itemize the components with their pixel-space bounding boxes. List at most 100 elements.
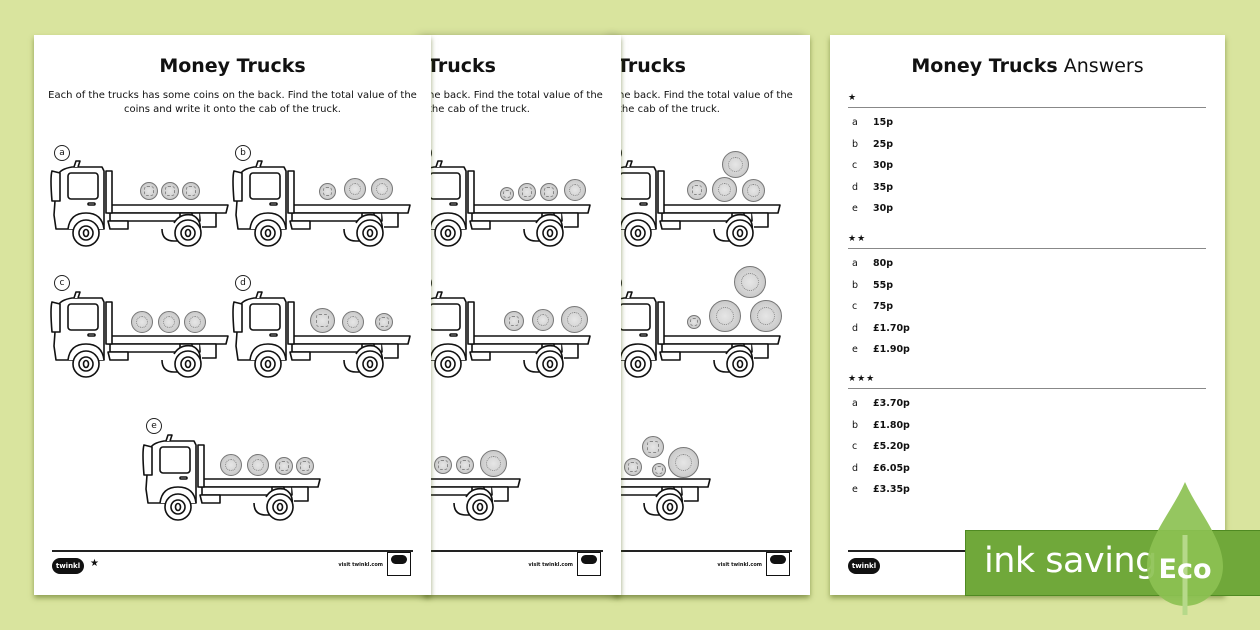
truck-illustration-c (50, 288, 230, 380)
worksheet-page-3: Trucks he back. Find the total value of … (614, 35, 810, 595)
section-divider (848, 248, 1206, 249)
coin-icon (687, 180, 707, 200)
quality-badge-icon (766, 552, 790, 576)
answer-row: e 30p (848, 198, 1206, 220)
answer-row: b£1.80p (848, 415, 1206, 437)
coin-icon (504, 311, 524, 331)
coin-icon (642, 436, 664, 458)
truck-illustration (424, 157, 592, 249)
answer-label: d (852, 322, 859, 334)
coin-icon (184, 311, 206, 333)
answer-label: c (852, 441, 858, 453)
coin-icon (500, 187, 514, 201)
answer-value: 30p (873, 160, 894, 172)
answer-label: d (852, 181, 859, 193)
answer-label: e (852, 484, 858, 496)
truck-illustration-d (232, 288, 412, 380)
instr-fragment: the cab of the truck. (618, 104, 720, 115)
answer-row: e £1.90p (848, 339, 1206, 361)
coin-icon (742, 179, 765, 202)
quality-badge-icon (387, 552, 411, 576)
eco-label: Eco (1159, 554, 1212, 585)
star-rating-icon: ★★★ (848, 374, 876, 384)
answer-value: £1.90p (873, 344, 910, 356)
answer-label: e (852, 344, 858, 356)
coin-icon (687, 315, 701, 329)
answer-value: 25p (873, 138, 894, 150)
page3-instructions: he back. Find the total value of the the… (618, 89, 793, 117)
answer-value: £6.05p (873, 462, 910, 474)
coin-icon (140, 182, 158, 200)
answer-value: £1.70p (873, 322, 910, 334)
answer-value: £3.70p (873, 398, 910, 410)
coin-icon (275, 457, 293, 475)
visit-link: visit twinkl.com (338, 562, 383, 568)
answer-value: 30p (873, 203, 894, 215)
answer-label: c (852, 301, 858, 313)
answer-row: d £1.70p (848, 318, 1206, 340)
answer-label: e (852, 203, 858, 215)
page2-title-fragment: Trucks (427, 55, 496, 77)
answers-title-bold: Money Trucks (911, 55, 1058, 77)
coin-icon (561, 306, 588, 333)
answer-label: b (852, 138, 859, 150)
coin-icon (342, 311, 364, 333)
instr-fragment: he back. Find the total value of the (428, 90, 603, 101)
answer-label: a (852, 117, 858, 129)
answer-value: 35p (873, 181, 894, 193)
page2-instructions: he back. Find the total value of the the… (428, 89, 603, 117)
question-label-a: a (54, 145, 70, 161)
truck-illustration-b (232, 157, 412, 249)
coin-icon (722, 151, 749, 178)
truck-illustration (424, 431, 522, 523)
coin-icon (434, 456, 452, 474)
visit-link: visit twinkl.com (717, 562, 762, 568)
coin-icon (220, 454, 242, 476)
answer-label: d (852, 462, 859, 474)
coin-icon (709, 300, 741, 332)
answers-title-rest: Answers (1063, 55, 1144, 77)
truck-illustration (424, 288, 592, 380)
coin-icon (532, 309, 554, 331)
worksheet-instructions: Each of the trucks has some coins on the… (34, 89, 431, 117)
coin-icon (131, 311, 153, 333)
visit-link: visit twinkl.com (528, 562, 573, 568)
truck-illustration-a (50, 157, 230, 249)
answer-label: b (852, 419, 859, 431)
coin-icon (540, 183, 558, 201)
coin-icon (564, 179, 586, 201)
footer-divider (848, 550, 968, 552)
worksheet-title: Money Trucks (159, 55, 306, 77)
coin-icon (247, 454, 269, 476)
coin-icon (668, 447, 699, 478)
star-rating-icon: ★ (848, 93, 858, 103)
answer-row: c 75p (848, 296, 1206, 318)
coin-icon (371, 178, 393, 200)
coin-icon (296, 457, 314, 475)
coin-icon (652, 463, 666, 477)
eco-leaf-icon: Eco (1147, 482, 1223, 615)
answer-label: c (852, 160, 858, 172)
eco-banner-text: ink saving (984, 541, 1157, 581)
twinkl-logo: twinkl (52, 558, 84, 574)
answer-label: a (852, 398, 858, 410)
answer-value: £3.35p (873, 484, 910, 496)
answer-label: a (852, 258, 858, 270)
answer-value: 75p (873, 301, 894, 313)
answers-title: Money Trucks Answers (830, 55, 1225, 77)
answer-row: d 35p (848, 177, 1206, 199)
answers-section-3-star: ★★★ a£3.70p b£1.80p c£5.20p d£6.05p e£3.… (848, 374, 1206, 501)
coin-icon (344, 178, 366, 200)
coin-icon (750, 300, 782, 332)
worksheet-page-2: Trucks he back. Find the total value of … (424, 35, 621, 595)
coin-icon (158, 311, 180, 333)
question-label-e: e (146, 418, 162, 434)
difficulty-star-icon: ★ (90, 558, 99, 569)
answer-row: a £3.70p (848, 393, 1206, 415)
coin-icon (480, 450, 507, 477)
truck-illustration-e (142, 431, 322, 523)
